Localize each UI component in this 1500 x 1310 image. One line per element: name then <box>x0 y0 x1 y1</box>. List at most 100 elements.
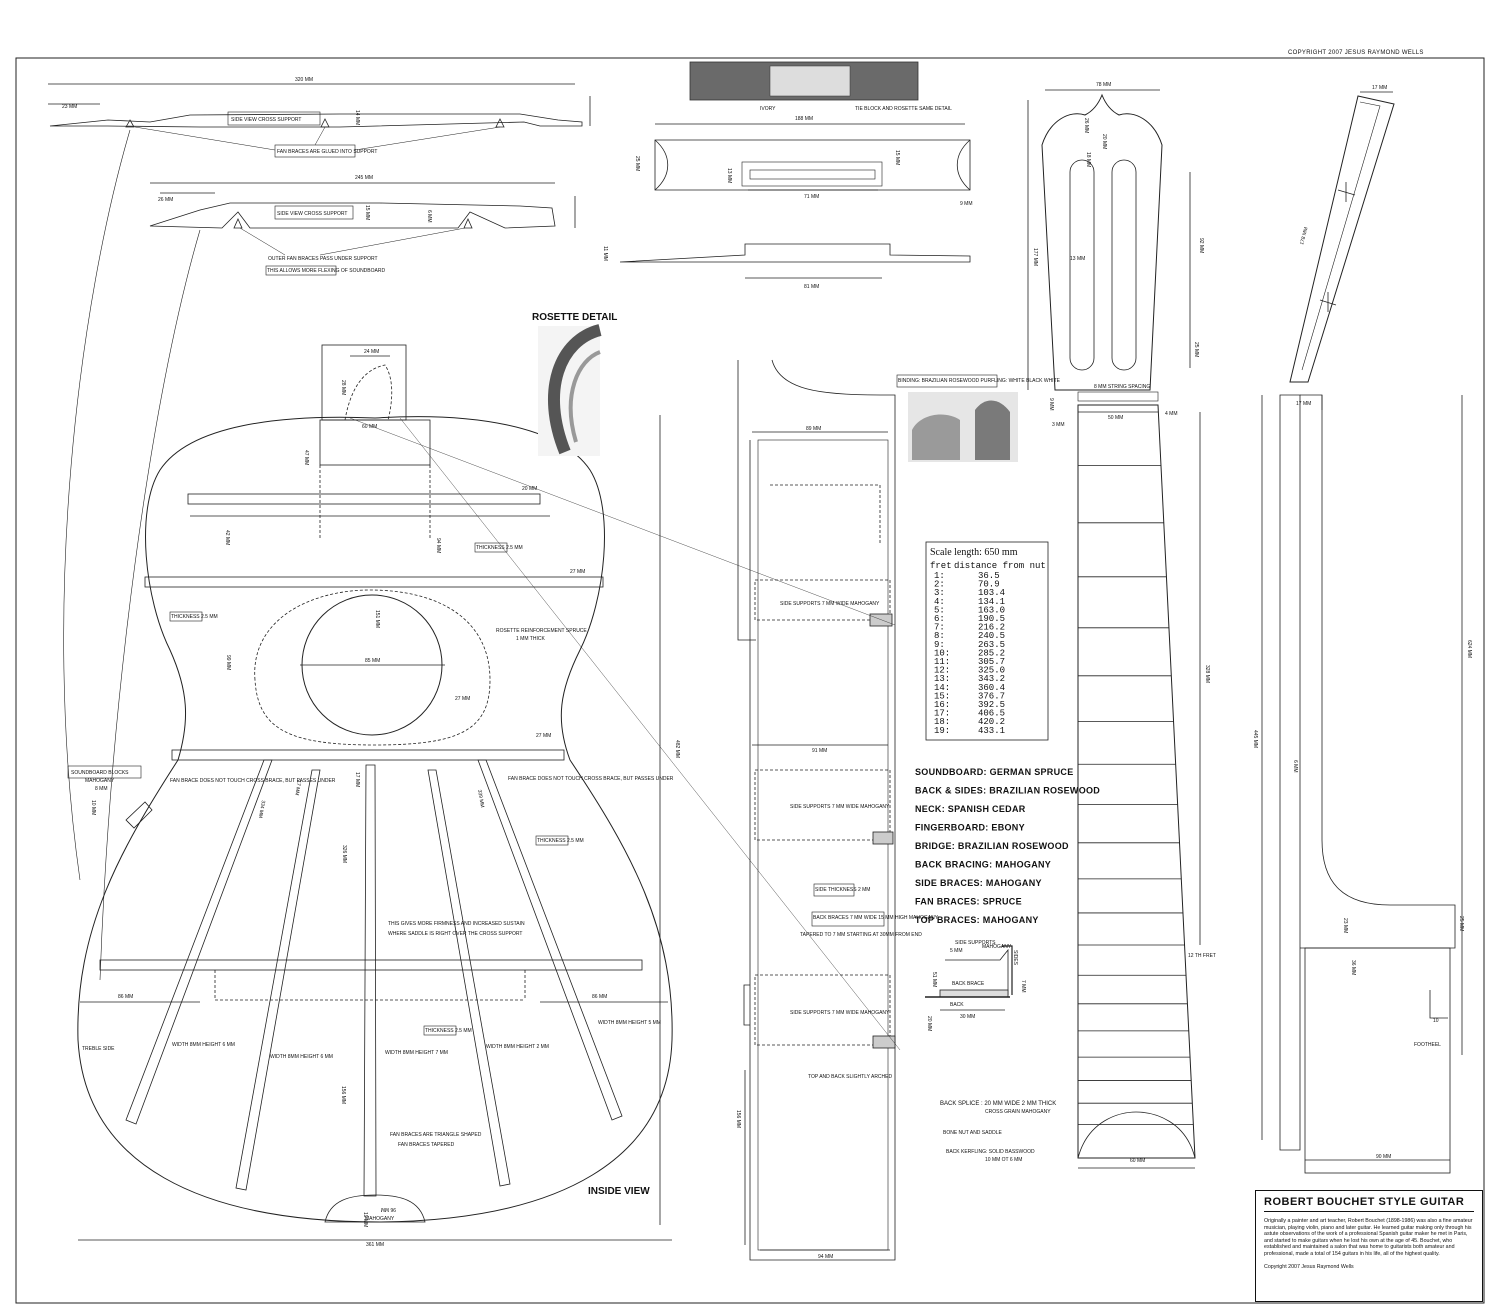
dim-17c: 17 MM <box>1296 401 1311 407</box>
kerf-size: 10 MM OT 6 MM <box>985 1157 1022 1163</box>
triangle-note: FAN BRACES ARE TRIANGLE SHAPED <box>390 1132 482 1138</box>
fret-distance: 433.1 <box>978 726 1005 736</box>
dim-17: 17 MM <box>293 780 302 796</box>
fret-distance: 376.7 <box>978 691 1005 701</box>
allows-note-box <box>265 265 337 276</box>
fingerboard <box>1077 404 1196 1159</box>
lower-cross-brace <box>171 749 565 761</box>
fret-distance: 70.9 <box>978 580 1000 590</box>
upper-cross-brace <box>187 493 541 505</box>
fret-distance: 285.2 <box>978 648 1005 658</box>
fan-braces <box>125 759 623 1197</box>
dim-8: 8 MM <box>95 786 108 792</box>
dim-4: 4 MM <box>1165 411 1178 417</box>
fret-distance: 392.5 <box>978 700 1005 710</box>
fret-number: 1: <box>934 571 945 581</box>
dim-78: 78 MM <box>1096 82 1111 88</box>
fret-distance: 36.5 <box>978 571 1000 581</box>
fret-distance: 103.4 <box>978 588 1005 598</box>
side-thickness: SIDE THICKNESS 2 MM <box>815 887 870 893</box>
fret-table-title: Scale length: 650 mm <box>930 547 1018 558</box>
width-1: WIDTH 8MM HEIGHT 6 MM <box>172 1042 235 1048</box>
fret-distance: 360.4 <box>978 683 1005 693</box>
saddle-note: WHERE SADDLE IS RIGHT OVER THE CROSS SUP… <box>388 931 522 937</box>
fret-number: 9: <box>934 640 945 650</box>
dim-18: 18 MM <box>1085 152 1091 167</box>
harmonic-bar <box>144 576 604 588</box>
title-block: ROBERT BOUCHET STYLE GUITAR Originally a… <box>1255 1190 1483 1302</box>
side-view-label-2 <box>274 205 354 220</box>
bridge-details: IVORY TIE BLOCK AND ROSETTE SAME DETAIL … <box>602 61 973 290</box>
dim-36: 36 MM <box>1350 960 1356 975</box>
dim-96: 96 MM <box>381 1206 396 1212</box>
allows-note: THIS ALLOWS MORE FLEXING OF SOUNDBOARD <box>267 268 385 274</box>
dim-90: 90 MM <box>1376 1154 1391 1160</box>
fret-number: 2: <box>934 580 945 590</box>
fret-number: 10: <box>934 648 950 658</box>
ivory-label: IVORY <box>760 106 776 112</box>
fret-table: Scale length: 650 mm fret distance from … <box>925 541 1049 741</box>
sheet-border <box>15 57 1485 1304</box>
dim-15b: 15 MM <box>894 150 900 165</box>
dim-326: 326 MM <box>341 845 347 863</box>
fret-number: 15: <box>934 691 950 701</box>
fret-col-header: fret <box>930 561 952 571</box>
svg-text:SIDE VIEW CROSS SUPPORT: SIDE VIEW CROSS SUPPORT <box>231 117 301 123</box>
dim-94: 94 MM <box>435 538 441 553</box>
cross-grain: CROSS GRAIN MAHOGANY <box>985 1109 1051 1115</box>
material-item: NECK: SPANISH CEDAR <box>915 804 1026 814</box>
thickness-3: THICKNESS 2.5 MM <box>537 838 584 844</box>
fret-distance: 263.5 <box>978 640 1005 650</box>
dim-23: 23 MM <box>62 104 77 110</box>
dim-6-side: 6 MM <box>1292 760 1298 773</box>
fret-distance: 190.5 <box>978 614 1005 624</box>
dim-445: 445 MM <box>1252 730 1258 748</box>
dim-27c: 27 MM <box>536 733 551 739</box>
svg-text:SIDE VIEW CROSS SUPPORT: SIDE VIEW CROSS SUPPORT <box>277 211 347 217</box>
material-item: FAN BRACES: SPRUCE <box>915 897 1022 907</box>
dim-25c: 25 MM <box>1458 916 1464 931</box>
dim-624: 624 MM <box>1466 640 1472 658</box>
dim-60: 60 MM <box>362 424 377 430</box>
dim-328: 328 MM <box>1204 665 1210 683</box>
dim-156: 156 MM <box>340 1086 346 1104</box>
dim-13b: 13 MM <box>1070 256 1085 262</box>
material-item: SOUNDBOARD: GERMAN SPRUCE <box>915 767 1074 777</box>
dim-245: 245 MM <box>355 175 373 181</box>
dim-28: 28 MM <box>340 380 346 395</box>
fret-number: 16: <box>934 700 950 710</box>
thickness-1: THICKNESS 2.5 MM <box>476 545 523 551</box>
dim-178: 178 MM <box>1299 227 1309 246</box>
dim-151: 151 MM <box>374 610 380 628</box>
dim-361: 361 MM <box>366 1242 384 1248</box>
binding-note: BINDING: BRAZILIAN ROSEWOOD PURFLING: WH… <box>898 378 1061 384</box>
soundboard-blocks: SOUNDBOARD BLOCKS <box>71 770 129 776</box>
tie-block-label: TIE BLOCK AND ROSETTE SAME DETAIL <box>855 106 952 112</box>
rosette-detail: ROSETTE DETAIL <box>532 312 617 456</box>
dim-26: 26 MM <box>158 197 173 203</box>
side-support-section: SIDE SUPPORTS 5 MM MAHOGANY SIDES BACK B… <box>925 940 1056 1163</box>
bone-note: BONE NUT AND SADDLE <box>943 1130 1002 1136</box>
back-label: BACK <box>950 1002 964 1008</box>
width-5: WIDTH 8MM HEIGHT 5 MM <box>598 1020 661 1026</box>
five-mm: 5 MM <box>950 948 963 954</box>
blocks-mahogany: MAHOGANY <box>85 778 115 784</box>
tail-mahogany: MAHOGANY <box>365 1216 395 1222</box>
fret-number: 6: <box>934 614 945 624</box>
dim-20c: 20 MM <box>926 1016 932 1031</box>
fret-distance: 325.0 <box>978 666 1005 676</box>
dim-339: 339 MM <box>476 789 485 808</box>
fret-number: 7: <box>934 623 945 633</box>
fan-no-touch-l: FAN BRACE DOES NOT TOUCH CROSS BRACE, BU… <box>170 778 336 784</box>
dim-17b: 17 MM <box>1372 85 1387 91</box>
fret-distance: 305.7 <box>978 657 1005 667</box>
binding-detail: BINDING: BRAZILIAN ROSEWOOD PURFLING: WH… <box>896 374 1061 462</box>
tapered-note: FAN BRACES TAPERED <box>398 1142 455 1148</box>
dim-71: 71 MM <box>804 194 819 200</box>
fret-number: 13: <box>934 674 950 684</box>
side-supports-3: SIDE SUPPORTS 7 MM WIDE MAHOGANY <box>790 1010 890 1016</box>
dim-25b: 25 MM <box>1193 342 1199 357</box>
fret-distance: 134.1 <box>978 597 1005 607</box>
copyright-top: COPYRIGHT 2007 JESUS RAYMOND WELLS <box>1288 50 1424 56</box>
